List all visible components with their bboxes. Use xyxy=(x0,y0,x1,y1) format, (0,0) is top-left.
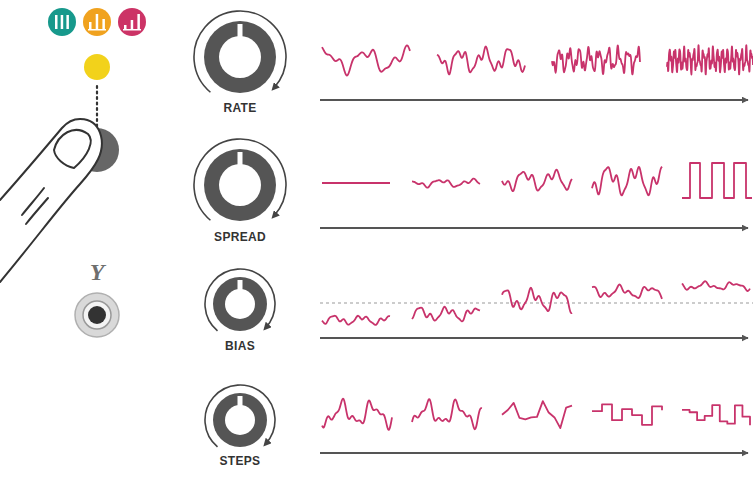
waveform xyxy=(502,401,572,428)
axis-arrows xyxy=(320,100,748,453)
waveform xyxy=(412,179,480,188)
bias-center-line xyxy=(320,303,753,304)
waveform xyxy=(322,45,410,75)
waveform xyxy=(502,170,572,191)
led xyxy=(84,54,110,80)
knobs xyxy=(194,11,286,447)
waveforms xyxy=(322,45,753,430)
dotted-link xyxy=(96,86,98,128)
waveform xyxy=(592,404,662,424)
waveform xyxy=(552,45,640,74)
knob-label: BIAS xyxy=(225,339,255,353)
waveform xyxy=(592,285,662,299)
finger xyxy=(0,119,102,282)
jack-label: Y xyxy=(90,259,105,286)
waveform xyxy=(502,288,572,313)
knob-label: SPREAD xyxy=(214,230,266,244)
knob xyxy=(205,385,275,447)
jack-socket xyxy=(75,293,119,337)
mode-icons xyxy=(48,8,146,36)
waveform xyxy=(322,399,392,430)
waveform xyxy=(682,405,750,425)
waveform xyxy=(322,182,390,184)
knob-label: STEPS xyxy=(220,454,261,468)
waveform xyxy=(592,167,662,196)
waveform xyxy=(682,163,752,198)
waveform xyxy=(682,281,750,291)
waveform xyxy=(437,46,525,74)
knob xyxy=(194,11,286,93)
waveform xyxy=(322,316,390,325)
knob-label: RATE xyxy=(224,101,257,115)
knob xyxy=(194,139,286,221)
waveform xyxy=(412,307,480,322)
knob xyxy=(205,269,275,331)
waveform xyxy=(667,45,753,74)
waveform xyxy=(412,399,482,429)
